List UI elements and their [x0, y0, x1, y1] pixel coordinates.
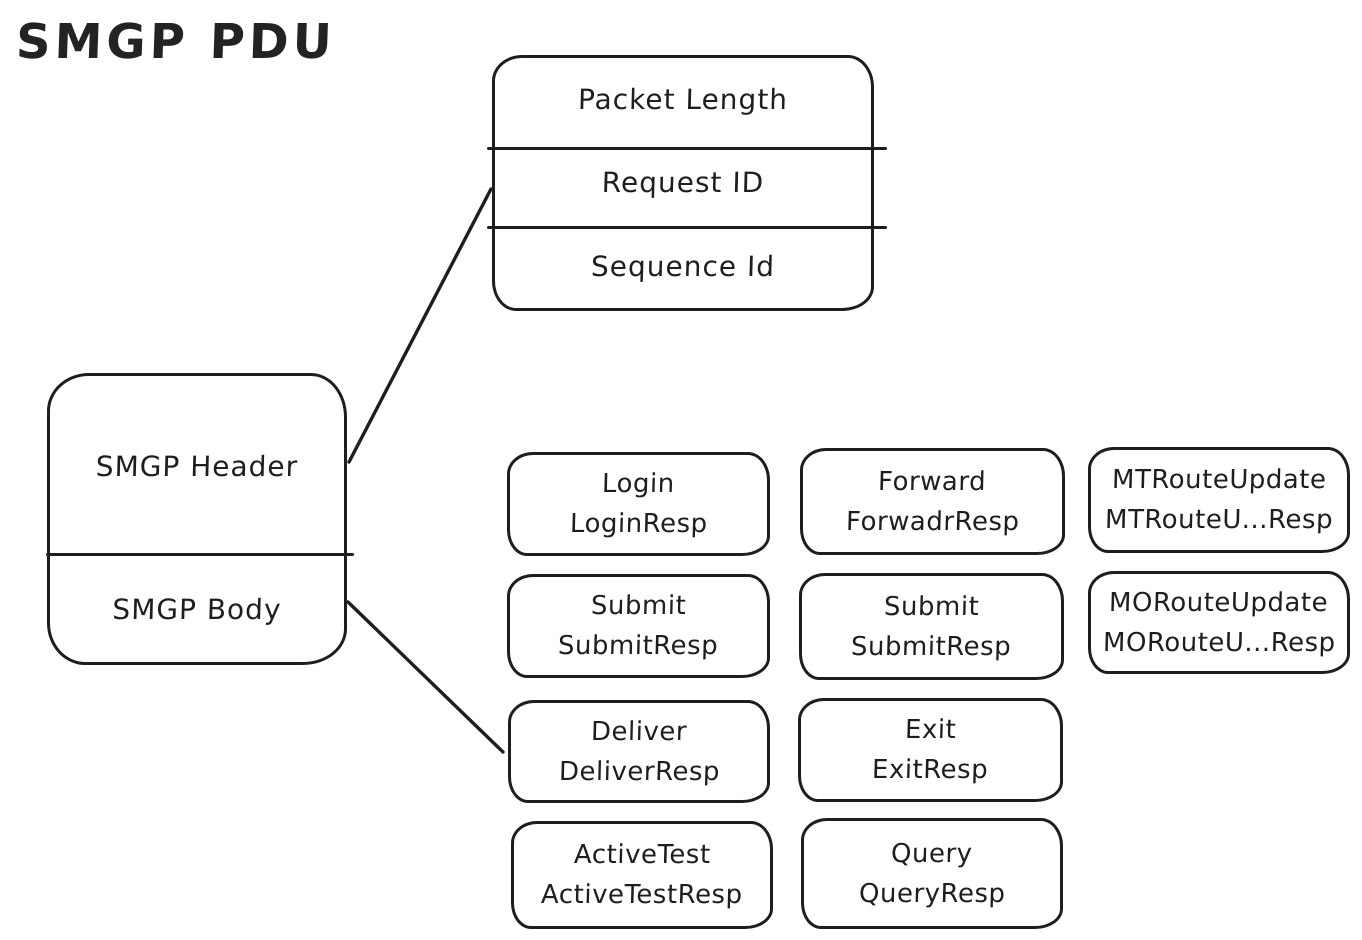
node-forward: Forward ForwadrResp	[800, 448, 1065, 555]
node-morouteupdate: MORouteUpdate MORouteU...Resp	[1088, 571, 1350, 674]
pdu-divider	[46, 553, 354, 557]
node-activetest: ActiveTest ActiveTestResp	[511, 821, 773, 929]
node-forward-line1: Forward	[878, 466, 987, 497]
node-mtrouteupdate-line1: MTRouteUpdate	[1111, 465, 1327, 495]
node-deliver-line1: Deliver	[590, 716, 688, 747]
connector-body-to-nodes	[346, 600, 505, 754]
node-query: Query QueryResp	[801, 818, 1063, 929]
node-exit-line2: ExitResp	[872, 755, 989, 785]
node-mtrouteupdate: MTRouteUpdate MTRouteU...Resp	[1088, 447, 1350, 553]
node-query-line2: QueryResp	[858, 878, 1006, 909]
pdu-header-section: SMGP Header	[48, 376, 347, 556]
field-sequence-id-label: Sequence Id	[590, 249, 776, 283]
pdu-box: SMGP Header SMGP Body	[46, 373, 354, 665]
pdu-header-label: SMGP Header	[95, 449, 299, 483]
field-request-id: Request ID	[494, 141, 872, 224]
node-activetest-line2: ActiveTestResp	[540, 880, 744, 910]
node-login-line2: LoginResp	[569, 509, 708, 539]
pdu-body-section: SMGP Body	[49, 556, 346, 662]
node-submit-1-line2: SubmitResp	[558, 631, 719, 661]
pdu-body-label: SMGP Body	[112, 592, 282, 626]
node-submit-1: Submit SubmitResp	[507, 574, 770, 678]
node-query-line1: Query	[890, 838, 974, 869]
field-divider-2	[487, 226, 887, 230]
node-login: Login LoginResp	[507, 452, 770, 556]
field-request-id-label: Request ID	[601, 166, 765, 200]
node-login-line1: Login	[601, 469, 676, 499]
node-forward-line2: ForwadrResp	[845, 506, 1020, 537]
node-deliver-line2: DeliverResp	[558, 756, 720, 787]
node-submit-2-line1: Submit	[883, 591, 980, 622]
node-mtrouteupdate-line2: MTRouteU...Resp	[1104, 505, 1334, 535]
node-morouteupdate-line1: MORouteUpdate	[1109, 587, 1329, 618]
node-submit-1-line1: Submit	[590, 591, 687, 621]
field-packet-length-label: Packet Length	[577, 83, 789, 117]
field-sequence-id: Sequence Id	[494, 225, 872, 308]
diagram-title: SMGP PDU	[15, 14, 337, 70]
node-morouteupdate-line2: MORouteU...Resp	[1102, 627, 1336, 658]
node-deliver: Deliver DeliverResp	[508, 700, 770, 803]
field-divider-1	[487, 147, 887, 151]
node-activetest-line1: ActiveTest	[573, 840, 711, 870]
node-submit-2: Submit SubmitResp	[799, 573, 1064, 680]
field-packet-length: Packet Length	[494, 58, 872, 141]
node-exit-line1: Exit	[904, 715, 957, 745]
header-fields-box: Packet Length Request ID Sequence Id	[487, 55, 887, 311]
node-submit-2-line2: SubmitResp	[851, 631, 1012, 662]
node-exit: Exit ExitResp	[798, 698, 1063, 802]
connector-header-to-fields	[347, 187, 493, 464]
